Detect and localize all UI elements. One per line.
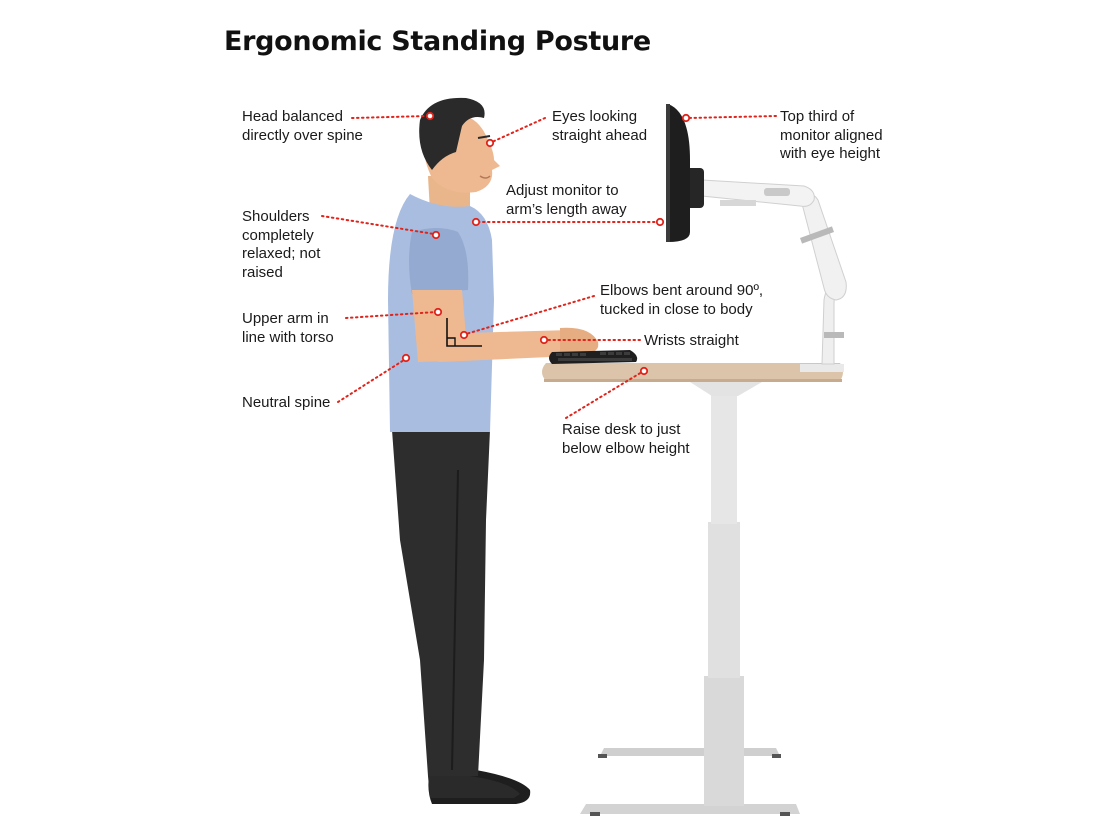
callout-elbows-line: tucked in close to body [600,300,753,318]
callout-eyes-line: straight ahead [552,126,648,144]
leader-eyes-dot [485,138,495,148]
desk-column-middle [708,522,740,678]
monitor-arm-upper [701,179,815,207]
pants-seam [451,469,459,771]
leader-spine [337,359,405,403]
callout-monitor-distance: Adjust monitor to arm’s length away [506,182,627,219]
desk-base-rear [600,748,780,756]
monitor-arm [701,179,847,372]
leader-head-dot [425,111,435,121]
callout-leaders [321,111,777,419]
callout-desk-line: below elbow height [562,439,690,457]
callout-eyes-line: Eyes looking [552,108,638,125]
page-title: Ergonomic Standing Posture [224,26,651,57]
monitor-body [668,104,690,242]
callout-upper-arm-line: Upper arm in [242,310,329,327]
leader-upper-arm [345,311,437,319]
desk-base-foot-pad [772,754,781,758]
keyboard [549,350,638,364]
callout-monitor-distance-line: Adjust monitor to [506,182,619,199]
monitor-arm-band [799,226,835,244]
callout-shoulders-line: completely [242,226,314,244]
callout-spine: Neutral spine [242,394,330,413]
hair [419,97,485,170]
callout-shoulders-line: raised [242,263,283,281]
pants [392,430,490,776]
shirt-shoulder-shade [409,228,469,294]
monitor-arm-tray [720,200,756,206]
leader-elbows-dot [459,330,469,340]
leader-head [351,115,429,119]
leader-monitor-top-dot [681,113,691,123]
shoe-front [428,776,520,798]
monitor-arm-clamp [800,364,844,372]
callout-shoulders-line: Shoulders [242,208,310,225]
callout-monitor-top-line: monitor aligned [780,126,883,144]
callout-head: Head balanced directly over spine [242,108,363,145]
monitor-arm-detail [764,188,790,196]
desk-top-edge [544,379,842,382]
desk-base-foot-pad [780,812,790,816]
callout-spine-line: Neutral spine [242,394,331,411]
standing-desk [542,363,843,816]
leader-desk-dot [639,366,649,376]
leader-monitor-distance-dot-left [471,217,481,227]
callout-monitor-top-line: Top third of [780,108,855,125]
leader-wrists-dot [539,335,549,345]
callout-wrists: Wrists straight [644,332,739,351]
leader-shoulders-dot [431,230,441,240]
callout-monitor-distance-line: arm’s length away [506,200,627,218]
leader-elbows [465,295,595,335]
monitor [666,104,704,242]
callout-upper-arm-line: line with torso [242,328,334,346]
callout-desk-line: Raise desk to just [562,421,681,438]
leader-monitor-distance-dot-right [655,217,665,227]
leader-spine-dot [401,353,411,363]
callout-head-line: Head balanced [242,108,343,125]
leader-desk [565,371,643,419]
callout-upper-arm: Upper arm in line with torso [242,310,334,347]
callout-elbows-line: Elbows bent around 90º, [600,282,764,299]
monitor-arm-lower [799,193,847,301]
callout-wrists-line: Wrists straight [644,332,739,349]
desk-base-foot-pad [598,754,607,758]
leader-upper-arm-dot [433,307,443,317]
desk-column-lower [704,676,744,806]
desk-top [542,363,843,381]
desk-base-foot-pad [590,812,600,816]
callout-desk: Raise desk to just below elbow height [562,421,690,458]
leader-monitor-top [687,115,777,119]
callout-elbows: Elbows bent around 90º, tucked in close … [600,282,763,319]
desk-frame-bracket [690,382,762,396]
eyebrow [477,135,491,139]
right-angle-marker-icon [446,318,482,347]
keyboard-illustration [549,350,638,364]
smile [479,175,491,179]
keyboard-keys [556,352,632,361]
leader-shoulders [321,215,435,235]
leader-eyes [491,117,546,143]
callout-monitor-top: Top third of monitor aligned with eye he… [780,108,883,164]
monitor-arm-band [824,332,844,338]
callout-shoulders: Shoulders completely relaxed; not raised [242,208,320,282]
desk-base-foot [580,804,800,814]
callout-monitor-top-line: with eye height [780,145,881,162]
monitor-screen-edge [666,104,670,242]
callout-head-line: directly over spine [242,126,363,144]
desk-column-upper [711,392,737,524]
callout-eyes: Eyes looking straight ahead [552,108,647,145]
callout-shoulders-line: relaxed; not [242,245,321,262]
